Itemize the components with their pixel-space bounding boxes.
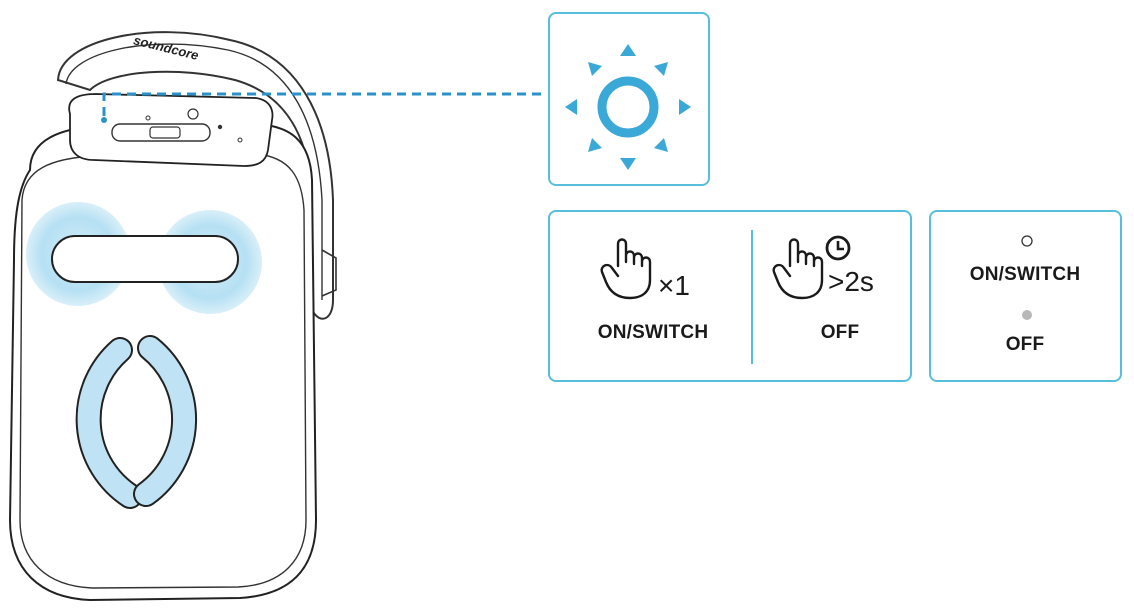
button-action-panel xyxy=(548,210,912,382)
speaker-illustration: soundcore xyxy=(8,31,337,602)
light-mode-icon xyxy=(565,44,691,170)
panel-divider xyxy=(751,230,753,364)
led-solid-indicator xyxy=(1022,310,1032,320)
callout-line xyxy=(102,92,546,116)
hold-duration: >2s xyxy=(828,266,874,297)
clock-icon xyxy=(825,235,851,261)
control-panel xyxy=(68,93,274,167)
speaker-handle xyxy=(56,31,334,320)
led-label-on-switch: ON/SWITCH xyxy=(969,264,1081,285)
ring-light xyxy=(75,335,198,509)
press-hold-hand-icon xyxy=(772,238,824,300)
press-hand-icon xyxy=(600,238,652,300)
light-bar xyxy=(51,235,239,283)
led-label-off: OFF xyxy=(1005,334,1045,355)
action-label-on-switch: ON/SWITCH xyxy=(597,322,709,343)
light-button-panel xyxy=(548,12,710,186)
action-label-off: OFF xyxy=(820,322,860,343)
led-hollow-indicator xyxy=(1021,235,1033,247)
press-count: ×1 xyxy=(658,270,690,301)
brand-logo: soundcore xyxy=(132,32,200,63)
